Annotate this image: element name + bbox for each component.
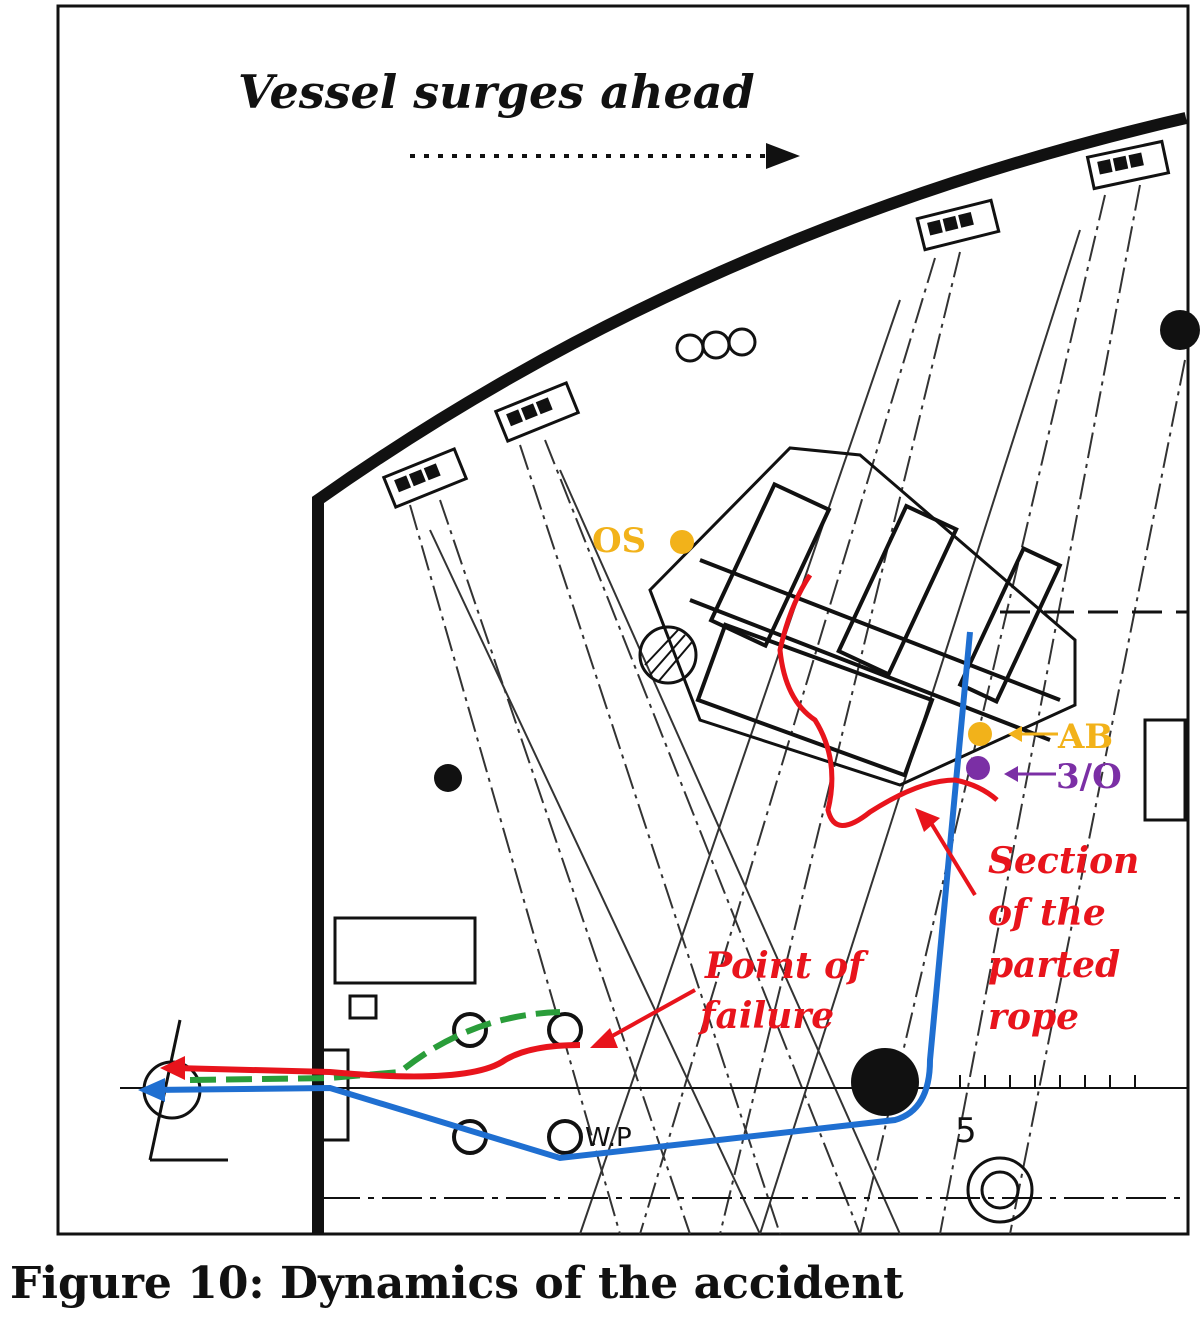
failure-label-line1: Point of: [704, 945, 869, 987]
drum: [638, 625, 698, 685]
pedestal-roller: [851, 1048, 919, 1116]
failure-arrow: [604, 988, 696, 1042]
blue-rope-arrow: [138, 1078, 165, 1102]
section-label-line4: rope: [988, 996, 1079, 1038]
mooring-diagram: Vessel surges ahead OS AB 3/O Point of f…: [56, 4, 1200, 1236]
bollard-top: [675, 327, 757, 363]
blue-rope: [149, 631, 973, 1162]
small-box: [348, 994, 378, 1020]
side-fitting: [1143, 718, 1187, 822]
os-marker: [670, 530, 694, 554]
winch-machinery: [689, 481, 1063, 778]
drum-hatch: [644, 629, 693, 683]
wp-mark: W.P: [585, 1123, 632, 1153]
deck-fitting: [1160, 310, 1200, 350]
section-arrow: [926, 816, 977, 897]
red-rope-parted: [777, 573, 999, 828]
os-label: OS: [592, 521, 646, 561]
drawing-number: 5: [955, 1111, 977, 1151]
ab-label: AB: [1057, 717, 1113, 757]
section-label-line2: of the: [988, 892, 1106, 934]
section-label-line3: parted: [988, 944, 1120, 986]
figure-caption: Figure 10: Dynamics of the accident: [10, 1258, 904, 1309]
hawser-lines: [409, 184, 1186, 1235]
red-rope-failed: [174, 1042, 581, 1080]
third-officer-marker: [966, 756, 990, 780]
ab-marker: [968, 722, 992, 746]
capstan: [966, 1156, 1034, 1224]
section-label-line1: Section: [988, 840, 1139, 882]
control-box: [333, 916, 477, 985]
failure-arrowhead: [590, 1028, 618, 1048]
fairleads: [381, 139, 1171, 510]
failure-label-line2: failure: [697, 995, 834, 1037]
third-officer-label: 3/O: [1056, 757, 1122, 797]
motion-arrow-head: [766, 143, 800, 169]
winch-housing: [648, 446, 1077, 787]
deck-drain: [434, 764, 462, 792]
diagram-border: [56, 4, 1190, 1236]
hull-outline: [312, 112, 1188, 1234]
ab-arrowhead: [1008, 726, 1022, 742]
red-rope-arrow: [160, 1056, 185, 1080]
frame-ticks: [959, 1075, 1136, 1088]
motion-text: Vessel surges ahead: [238, 65, 755, 119]
third-officer-arrowhead: [1004, 766, 1018, 782]
section-arrowhead: [915, 808, 940, 832]
